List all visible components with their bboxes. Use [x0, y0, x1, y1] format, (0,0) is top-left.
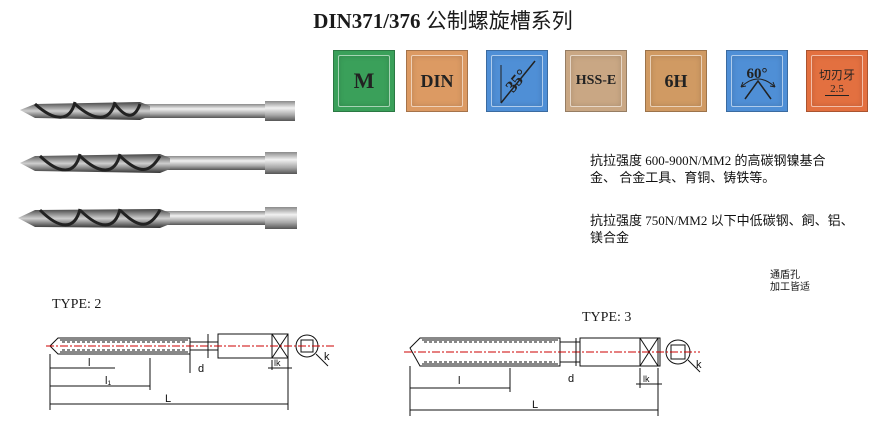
dim-l-type2: l — [88, 357, 90, 369]
type-2-diagram: l l₁ L d lk k — [46, 333, 335, 410]
description-2: 抗拉强度 750N/MM2 以下中低碳钢、飼、铝、 镁合金 — [590, 212, 854, 246]
dim-L-type3: L — [532, 399, 538, 411]
badge-din: DIN — [406, 50, 468, 112]
badge-hss-e: HSS-E — [565, 50, 627, 112]
dim-L-type2: L — [165, 393, 171, 405]
description-2-line-1: 抗拉强度 750N/MM2 以下中低碳钢、飼、铝、 — [590, 213, 854, 228]
helix-angle-icon — [500, 60, 536, 104]
badge-tolerance: 6H — [645, 50, 707, 112]
description-1: 抗拉强度 600-900N/MM2 的高碳钢镍基合 金、 合金工具、育铜、铸铁等… — [590, 152, 825, 186]
description-1-line-2: 金、 合金工具、育铜、铸铁等。 — [590, 170, 776, 185]
dim-l-type3: l — [458, 375, 460, 387]
page-title: DIN371/376 公制螺旋槽系列 — [0, 5, 886, 35]
badge-thread-angle: 60° — [726, 50, 788, 112]
dim-k-type2: k — [324, 351, 330, 363]
tap-image-1 — [20, 101, 295, 121]
type-3-diagram: l L d lk k — [404, 337, 702, 416]
badge-chamfer: 切刃牙 2.5 — [806, 50, 868, 112]
description-2-line-2: 镁合金 — [590, 230, 630, 245]
title-bold: DIN371/376 — [313, 9, 421, 33]
tap-image-3 — [18, 207, 297, 229]
badge-helix-angle: 35° — [486, 50, 548, 112]
dim-l1-type2: l₁ — [105, 375, 111, 387]
dim-lk-type2: lk — [274, 358, 281, 368]
usage-note: 通盾孔 加工皆适 — [770, 270, 810, 294]
type-2-label: TYPE: 2 — [52, 297, 102, 312]
tap-image-2 — [20, 152, 297, 174]
title-rest: 公制螺旋槽系列 — [420, 9, 573, 33]
thread-angle-icon — [740, 78, 776, 100]
description-1-line-1: 抗拉强度 600-900N/MM2 的高碳钢镍基合 — [590, 153, 826, 168]
badge-m: M — [333, 50, 395, 112]
usage-note-line-2: 加工皆适 — [770, 282, 810, 293]
dim-lk-type3: lk — [643, 374, 650, 384]
type-3-label: TYPE: 3 — [582, 310, 632, 325]
dim-d-type2: d — [198, 363, 204, 375]
dim-d-type3: d — [568, 373, 574, 385]
dim-k-type3: k — [696, 359, 702, 371]
usage-note-line-1: 通盾孔 — [770, 270, 800, 281]
